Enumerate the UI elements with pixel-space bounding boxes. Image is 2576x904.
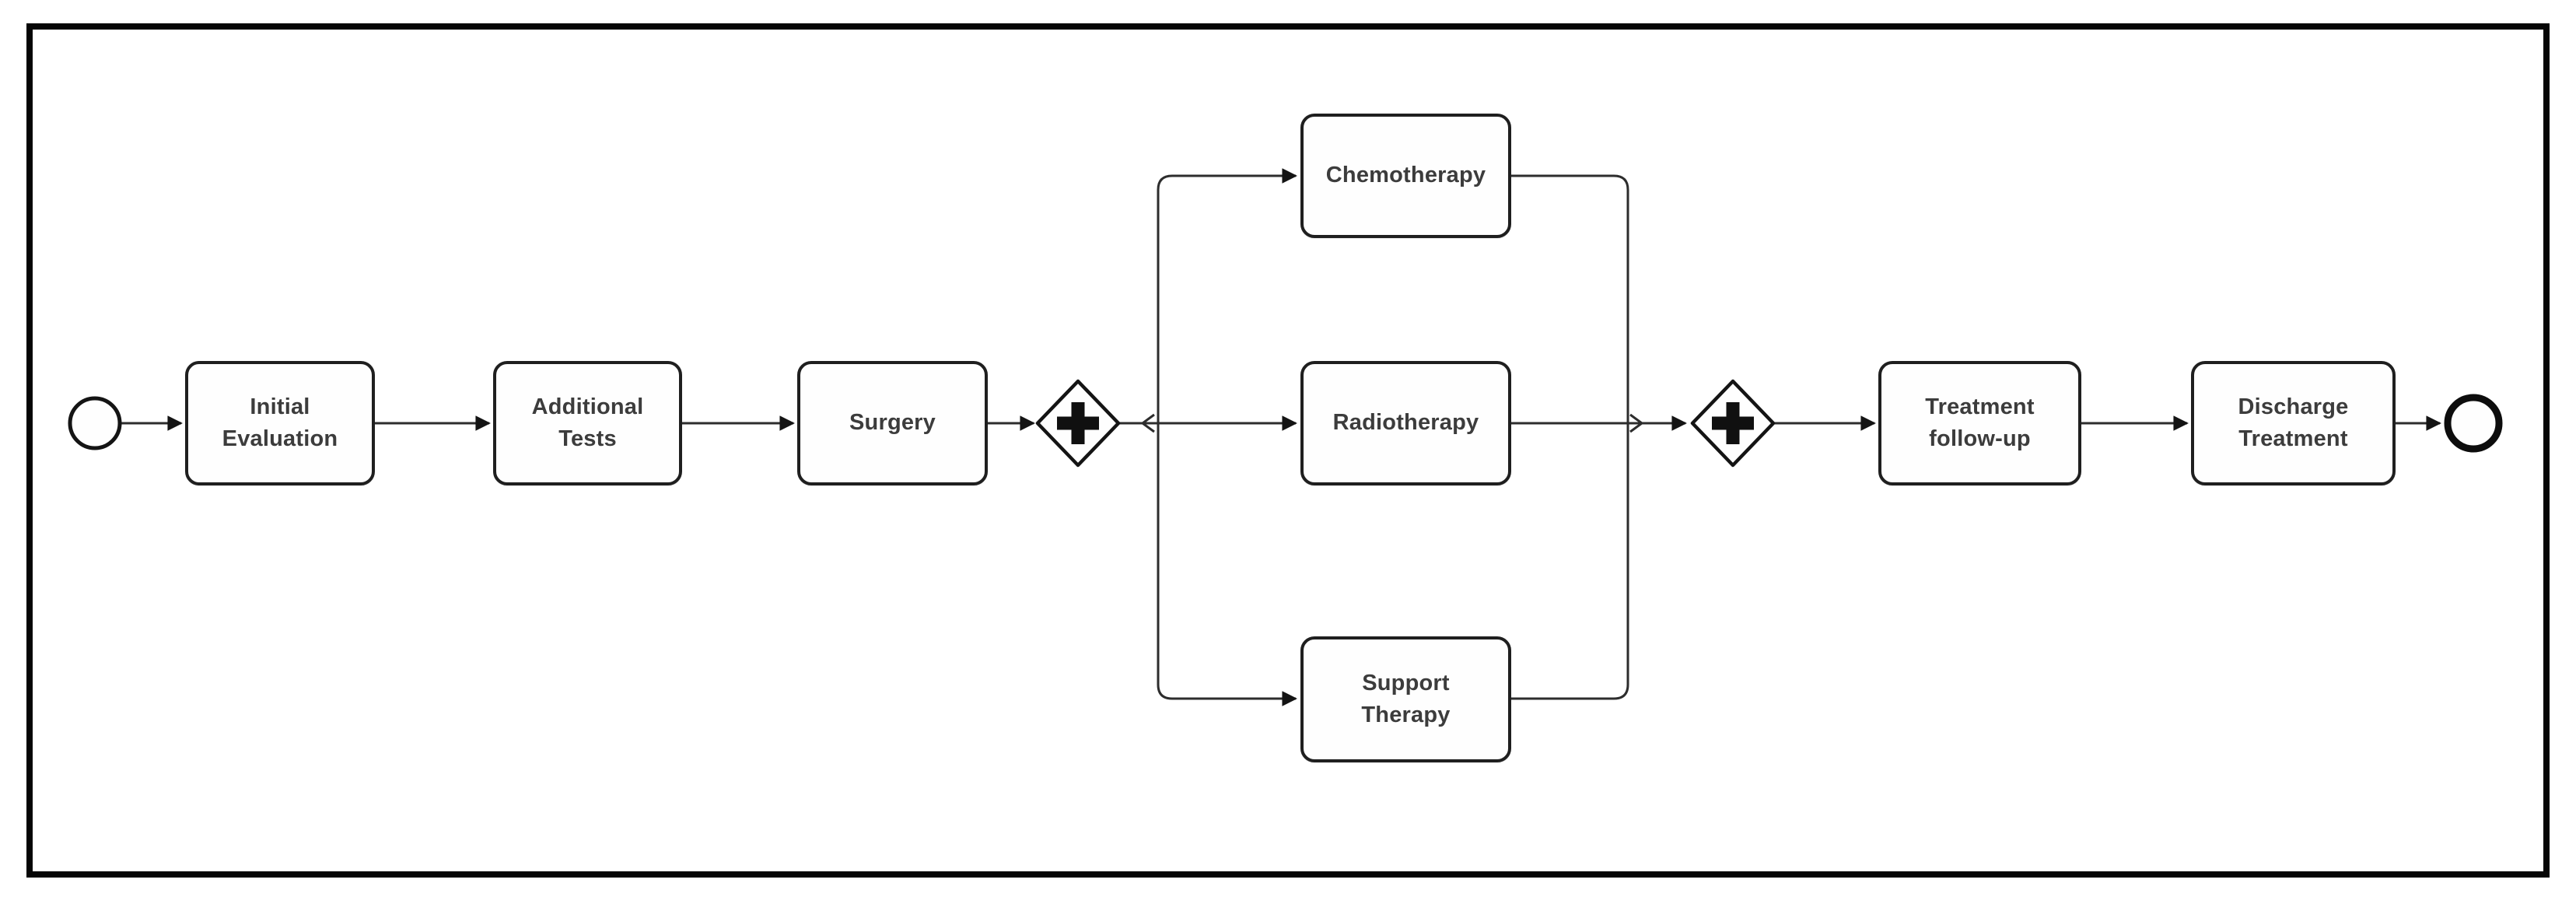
- parallel-gateway-join: [1690, 379, 1776, 468]
- task-label: Radiotherapy: [1332, 410, 1479, 436]
- task-additional-tests: Additional Tests: [493, 361, 682, 485]
- sequence-flow: [1157, 423, 1297, 706]
- task-label: Surgery: [849, 410, 936, 436]
- task-label: Discharge Treatment: [2238, 394, 2349, 451]
- task-support-therapy: Support Therapy: [1300, 636, 1511, 762]
- task-chemotherapy: Chemotherapy: [1300, 114, 1511, 238]
- parallel-gateway-split: [1035, 379, 1121, 468]
- task-initial-evaluation: Initial Evaluation: [185, 361, 375, 485]
- task-surgery: Surgery: [797, 361, 988, 485]
- start-event: [68, 396, 122, 450]
- sequence-flow: [1511, 423, 1629, 700]
- sequence-flow: [1511, 174, 1629, 423]
- task-label: Initial Evaluation: [222, 394, 338, 451]
- task-label: Support Therapy: [1361, 670, 1451, 727]
- task-radiotherapy: Radiotherapy: [1300, 361, 1511, 485]
- plus-icon: [1057, 402, 1099, 444]
- task-label: Additional Tests: [531, 394, 644, 451]
- junction-arrow-mark: [1629, 413, 1644, 433]
- task-label: Chemotherapy: [1325, 163, 1486, 188]
- task-treatment-follow-up: Treatment follow-up: [1878, 361, 2081, 485]
- task-label: Treatment follow-up: [1925, 394, 2035, 451]
- task-discharge-treatment: Discharge Treatment: [2191, 361, 2396, 485]
- diagram-border-frame: [26, 23, 2550, 878]
- plus-icon: [1712, 402, 1754, 444]
- sequence-flow: [1157, 168, 1297, 423]
- junction-arrow-mark: [1140, 413, 1155, 433]
- end-event: [2444, 394, 2503, 453]
